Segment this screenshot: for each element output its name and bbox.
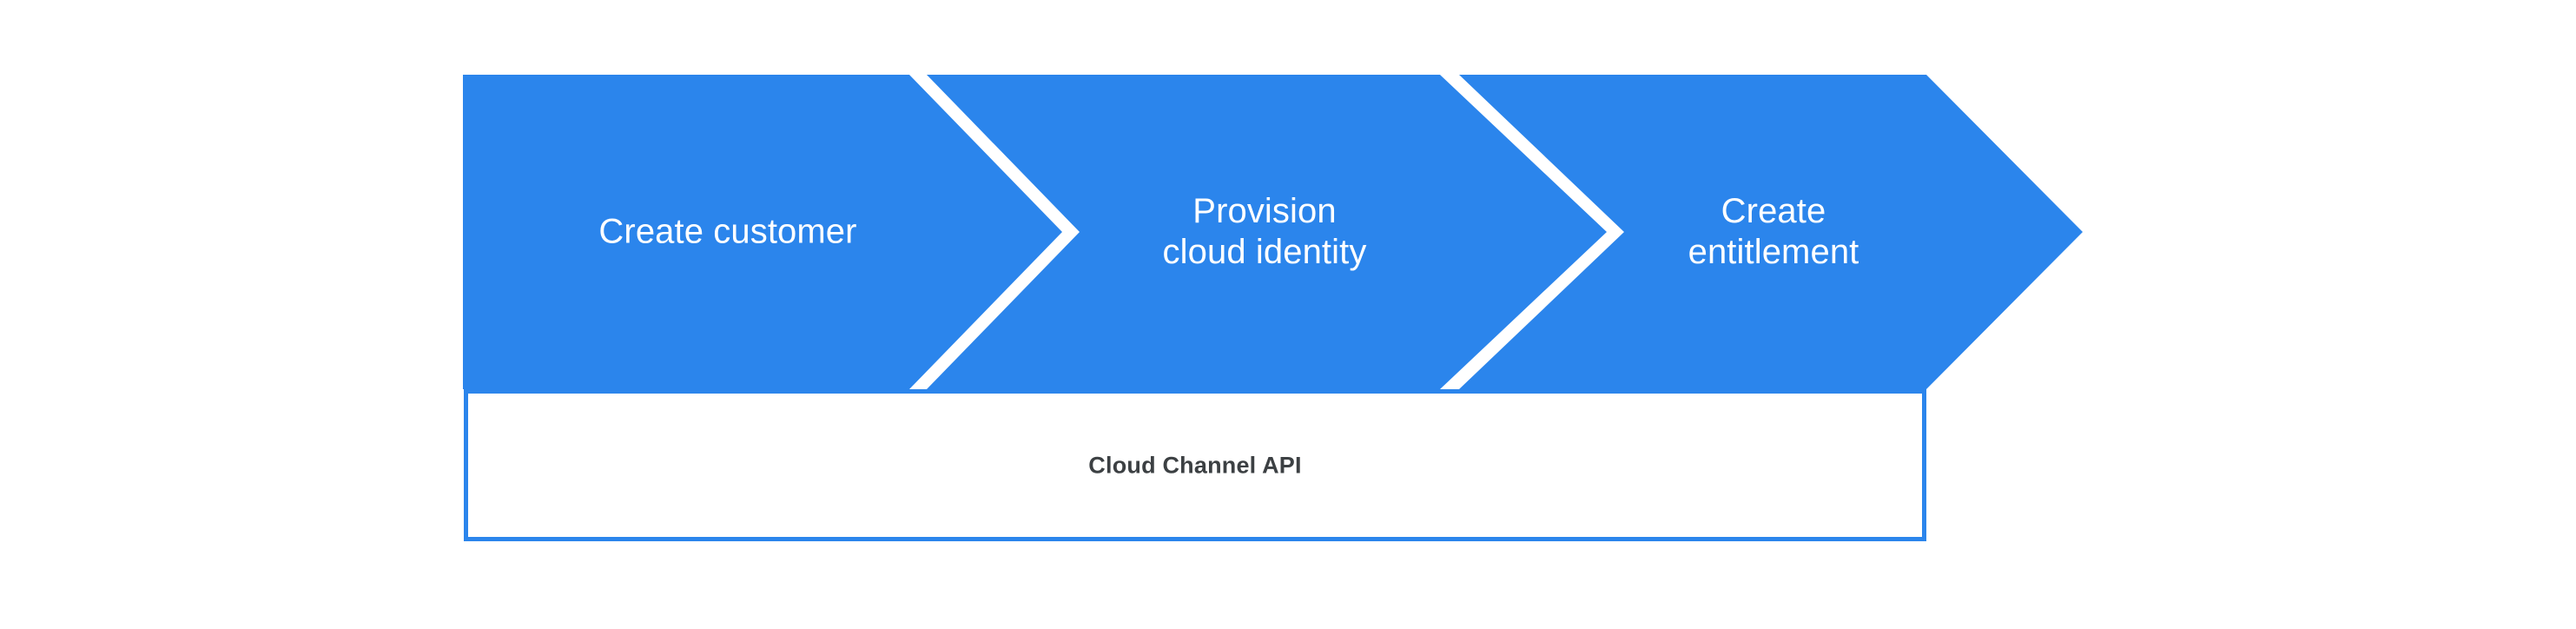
chevron-step-3[interactable] — [1459, 75, 2083, 389]
chevron-step-2[interactable] — [927, 75, 1607, 389]
cloud-channel-api-label: Cloud Channel API — [1088, 452, 1302, 479]
chevron-step-1[interactable] — [463, 75, 1062, 389]
cloud-channel-api-bar[interactable] — [464, 389, 1926, 541]
